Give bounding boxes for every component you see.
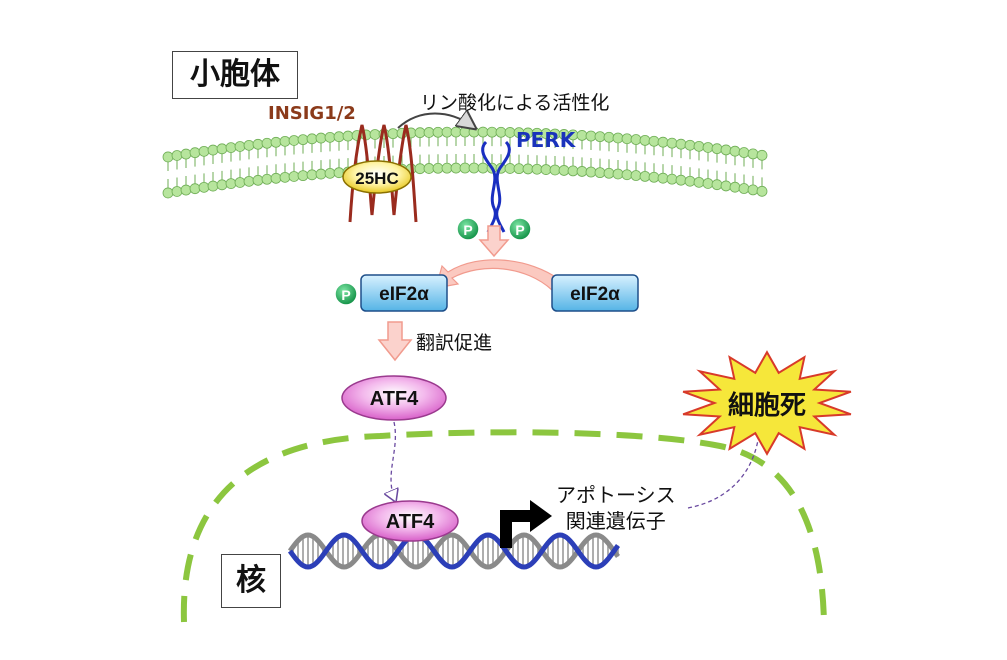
translation-label: 翻訳促進 bbox=[416, 332, 493, 354]
er-membrane bbox=[162, 126, 768, 199]
phospho-activation-label: リン酸化による活性化 bbox=[420, 92, 610, 114]
eif2a-phospho-icon bbox=[334, 282, 358, 306]
perk-phospho-right: P bbox=[508, 217, 532, 241]
er-label: 小胞体 bbox=[172, 51, 298, 99]
perk-protein bbox=[481, 140, 511, 233]
translocation-arrow bbox=[391, 421, 395, 500]
eif2a-label: eIF2α bbox=[570, 284, 620, 305]
atf4-cytoplasm: ATF4 bbox=[341, 375, 447, 421]
apoptosis-genes-line2: 関連遺伝子 bbox=[565, 509, 666, 533]
nucleus-label: 核 bbox=[221, 554, 281, 608]
phosphorylation-arrow bbox=[435, 259, 561, 291]
atf4-bottom-label: ATF4 bbox=[386, 511, 435, 533]
25hc-label: 25HC bbox=[355, 169, 398, 188]
25hc-oval bbox=[342, 160, 412, 194]
atf4-top-label: ATF4 bbox=[370, 388, 419, 410]
svg-text:P: P bbox=[341, 287, 350, 303]
dna-helix bbox=[287, 532, 621, 570]
apoptosis-genes-line1: アポトーシス bbox=[556, 483, 676, 507]
perk-label: PERK bbox=[516, 128, 576, 152]
eif2a-phospho-box: eIF2α P bbox=[334, 274, 448, 312]
translation-arrow bbox=[377, 321, 413, 362]
insig-protein: 25HC bbox=[342, 124, 418, 223]
svg-text:P: P bbox=[515, 222, 524, 238]
cell-death-label: 細胞死 bbox=[728, 390, 806, 421]
insig-label: INSIG1/2 bbox=[268, 103, 356, 124]
perk-down-arrow bbox=[478, 225, 510, 258]
atf4-nucleus: ATF4 bbox=[361, 500, 459, 542]
transcription-start-arrow bbox=[500, 500, 552, 548]
nucleus-envelope bbox=[180, 429, 827, 623]
activation-arrow bbox=[397, 114, 472, 129]
cell-death-starburst: 細胞死 bbox=[682, 350, 852, 456]
perk-phospho-left: P bbox=[456, 217, 480, 241]
eif2a-phospho-label: eIF2α bbox=[379, 284, 429, 305]
svg-text:P: P bbox=[463, 222, 472, 238]
apoptosis-genes-label: アポトーシス 関連遺伝子 bbox=[556, 482, 676, 534]
eif2a-box: eIF2α bbox=[551, 274, 639, 312]
